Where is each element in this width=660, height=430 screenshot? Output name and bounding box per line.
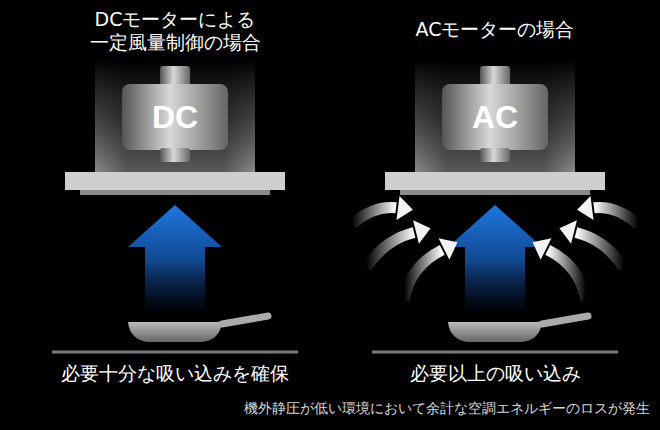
column-heading: DCモーターによる 一定風量制御の場合 bbox=[60, 8, 290, 54]
arrow-shaft bbox=[404, 250, 442, 300]
arrow-head bbox=[397, 196, 413, 220]
arrow-shaft bbox=[366, 232, 414, 268]
arrow-head bbox=[413, 220, 430, 243]
arrow-shaft bbox=[576, 232, 624, 268]
arrow-head bbox=[439, 238, 458, 259]
dc-motor: DC bbox=[122, 84, 228, 150]
arrow-head bbox=[559, 220, 576, 243]
motor-label: AC bbox=[472, 99, 518, 136]
arrow-shaft bbox=[548, 250, 586, 300]
arrow-head bbox=[577, 196, 593, 220]
ac-hood bbox=[372, 60, 618, 352]
excess-airflow-arrows bbox=[352, 196, 638, 300]
ac-motor: AC bbox=[442, 84, 548, 150]
note: 機外静圧が低い環境において余計な空調エネルギーのロスが発生 bbox=[90, 400, 650, 417]
arrow-head bbox=[533, 238, 552, 259]
arrow-shaft bbox=[594, 207, 638, 224]
result-text: 必要以上の吸い込み bbox=[345, 362, 645, 385]
column-heading: ACモーターの場合 bbox=[380, 18, 610, 41]
result-text: 必要十分な吸い込みを確保 bbox=[25, 362, 325, 385]
arrow-shaft bbox=[352, 207, 396, 224]
dc-hood bbox=[52, 60, 298, 352]
motor-label: DC bbox=[152, 99, 198, 136]
